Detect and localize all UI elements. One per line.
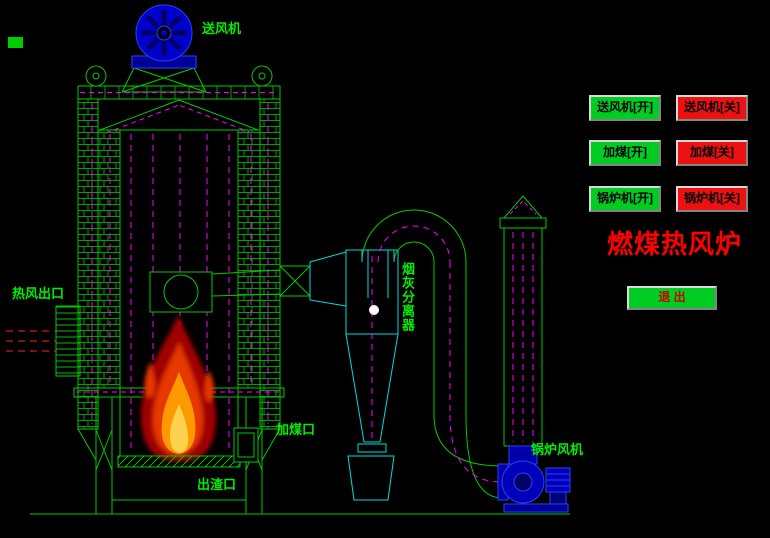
blower-off-button[interactable]: 送风机[关] xyxy=(676,95,748,121)
top-blower-icon xyxy=(121,4,207,93)
coal-feed-off-button[interactable]: 加煤[关] xyxy=(676,140,748,166)
bottom-fan-label: 锅炉风机 xyxy=(531,442,584,457)
coal-feed-door xyxy=(233,427,259,463)
boiler-fan-icon xyxy=(497,445,571,513)
blower-on-button[interactable]: 送风机[开] xyxy=(589,95,661,121)
boiler-on-button[interactable]: 锅炉机[开] xyxy=(589,186,661,212)
fire xyxy=(117,315,241,468)
coal-inlet-label: 加煤口 xyxy=(276,422,316,437)
u-duct xyxy=(361,209,503,499)
exit-button[interactable]: 退 出 xyxy=(627,286,717,310)
page-title: 燃煤热风炉 xyxy=(607,229,743,259)
hot-air-outlet-duct xyxy=(6,305,81,377)
hot-air-outlet-label: 热风出口 xyxy=(12,286,65,301)
coal-feed-on-button[interactable]: 加煤[开] xyxy=(589,140,661,166)
blower-label: 送风机 xyxy=(202,21,242,36)
status-indicator xyxy=(8,37,23,48)
boiler-off-button[interactable]: 锅炉机[关] xyxy=(676,186,748,212)
sight-glass xyxy=(149,269,281,313)
cyclone-separator-icon xyxy=(345,249,399,501)
chimney xyxy=(499,195,547,447)
cyclone-inlet-duct xyxy=(279,251,347,307)
furnace-body xyxy=(73,65,285,515)
ash-separator-label: 烟灰分离器 xyxy=(400,262,415,332)
slag-outlet-label: 出渣口 xyxy=(197,477,237,492)
